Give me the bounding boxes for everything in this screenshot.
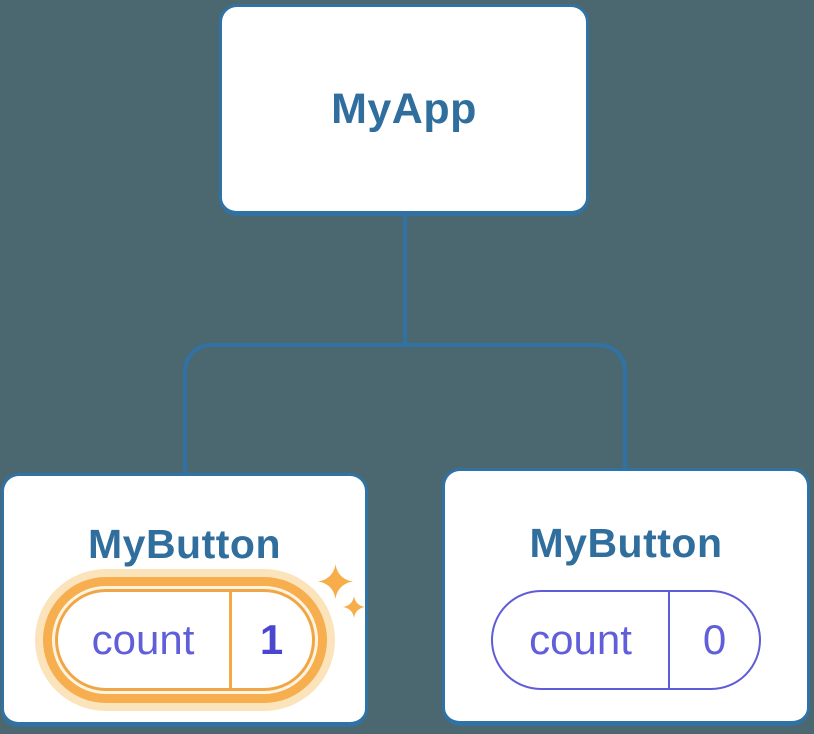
- connector-root-stem: [403, 214, 407, 346]
- state-key-label: count: [91, 616, 195, 663]
- state-key-label: count: [529, 616, 632, 663]
- pill-divider: [228, 592, 232, 688]
- state-pill-highlighted: count 1: [54, 589, 315, 691]
- state-pill: count 0: [491, 590, 761, 690]
- child-component-title-right: MyButton: [529, 520, 723, 566]
- child-component-box-left: MyButton count 1: [1, 473, 368, 727]
- pill-divider: [668, 592, 670, 688]
- sparkle-icon: [343, 596, 365, 618]
- connector-branch-bracket: [183, 343, 627, 473]
- state-value: 0: [702, 616, 727, 663]
- sparkle-icon: [318, 564, 353, 599]
- root-component-box: MyApp: [219, 4, 589, 216]
- root-component-title: MyApp: [331, 84, 477, 133]
- state-value: 1: [259, 616, 284, 663]
- child-component-box-right: MyButton count 0: [442, 468, 810, 726]
- child-component-title-left: MyButton: [87, 521, 281, 567]
